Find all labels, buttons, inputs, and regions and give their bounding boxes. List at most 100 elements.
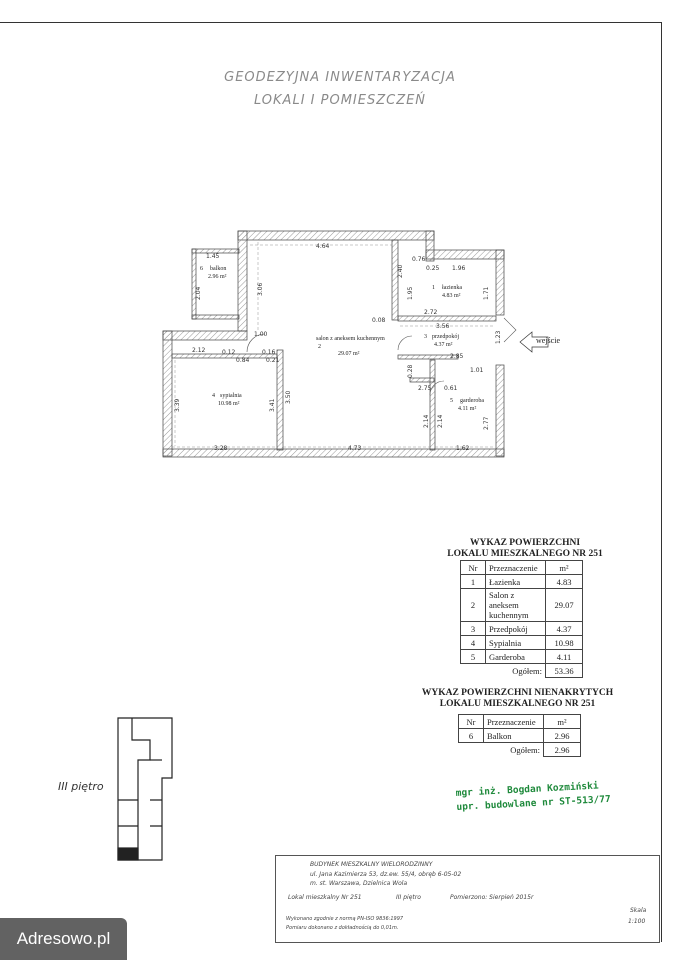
dim-label: 1.62: [456, 445, 470, 452]
dim-label: 1.01: [470, 367, 484, 374]
dim-label: 1.96: [452, 265, 466, 272]
unit-floor: III piętro: [396, 894, 421, 901]
room-1-area: 4.83 m²: [442, 293, 461, 299]
dim-label: 0.12: [222, 349, 236, 356]
dimension-labels: 1.45 2.04 4.64 3.06 0.76 1.96 2.40 1.95 …: [174, 243, 502, 452]
room-4-area: 10.98 m²: [218, 401, 240, 407]
dim-label: 2.12: [192, 347, 206, 354]
row-value: 4.83: [545, 574, 583, 589]
dim-label: 0.28: [407, 364, 414, 378]
dim-label: 0.61: [444, 385, 458, 392]
dim-label: 2.85: [450, 353, 464, 360]
building-key-plan: [117, 717, 173, 861]
walls: [162, 230, 505, 458]
room-4-name: sypialnia: [220, 393, 242, 399]
dim-label: 0.84: [236, 357, 250, 364]
title-line-2: LOKALI I POMIESZCZEŃ: [253, 93, 427, 108]
total-value: 53.36: [545, 663, 583, 678]
area-table-1: Nr Przeznaczenie m² 1 Łazienka 4.83 2 Sa…: [460, 560, 583, 678]
document-title: GEODEZYJNA INWENTARYZACJA LOKALI I POMIE…: [170, 66, 510, 112]
dim-label: 2.40: [397, 264, 404, 278]
row-nr: 2: [460, 588, 486, 622]
scale-label: Skala: [630, 907, 647, 914]
room-6-name: balkon: [210, 266, 226, 272]
room-3-area: 4.37 m²: [434, 342, 453, 348]
dim-label: 3.50: [285, 390, 292, 404]
row-value: 10.98: [545, 635, 583, 650]
table-row: 2 Salon z aneksem kuchennym 29.07: [460, 588, 583, 622]
unit-number: Lokal mieszkalny Nr 251: [288, 894, 362, 901]
row-nr: 6: [458, 728, 484, 743]
table-row: 1 Łazienka 4.83: [460, 574, 583, 589]
total-label: Ogółem:: [483, 742, 544, 757]
dim-label: 4.73: [348, 445, 362, 452]
dim-label: 2.14: [423, 414, 430, 428]
dim-label: 3.39: [174, 398, 181, 412]
dim-label: 2.72: [424, 309, 438, 316]
scale-value: 1:100: [628, 918, 646, 925]
dim-label: 2.14: [437, 414, 444, 428]
watermark-logo: Adresowo.pl: [0, 918, 127, 960]
dim-label: 1.95: [407, 286, 414, 300]
table2-heading: WYKAZ POWIERZCHNI NIENAKRYTYCH LOKALU MI…: [410, 688, 625, 710]
row-nr: 5: [460, 649, 486, 664]
col-nr: Nr: [458, 714, 484, 729]
table-row: 6 Balkon 2.96: [458, 728, 581, 743]
measurement-date: Pomierzono: Sierpień 2015r: [450, 894, 534, 901]
dim-label: 0.76: [412, 256, 426, 263]
row-name: Salon z aneksem kuchennym: [485, 588, 546, 622]
table-header-row: Nr Przeznaczenie m²: [458, 714, 581, 729]
building-city: m. st. Warszawa, Dzielnica Wola: [310, 880, 408, 887]
accuracy-note: Pomiaru dokonano z dokładnością do 0,01m…: [286, 925, 399, 931]
room-6-no: 6: [200, 266, 203, 272]
dim-label: 0.25: [426, 265, 440, 272]
dim-label: 0.08: [372, 317, 386, 324]
room-5-no: 5: [450, 398, 453, 404]
room-labels: 6 balkon 2.96 m² 1 łazienka 4.83 m² salo…: [200, 266, 484, 412]
area-table-2: Nr Przeznaczenie m² 6 Balkon 2.96 Ogółem…: [458, 714, 581, 757]
building-name: BUDYNEK MIESZKALNY WIELORODZINNY: [310, 861, 433, 868]
sheet-border-top: [0, 22, 662, 23]
room-1-no: 1: [432, 285, 435, 291]
dim-label: 3.41: [269, 398, 276, 412]
dimension-lines: [172, 242, 495, 448]
total-label: Ogółem:: [485, 663, 546, 678]
total-value: 2.96: [543, 742, 581, 757]
row-value: 4.11: [545, 649, 583, 664]
col-name: Przeznaczenie: [483, 714, 544, 729]
dim-label: 1.45: [206, 253, 220, 260]
table1-heading-line-1: WYKAZ POWIERZCHNI: [469, 538, 581, 548]
title-line-1: GEODEZYJNA INWENTARYZACJA: [224, 70, 456, 85]
row-value: 4.37: [545, 621, 583, 636]
table-total-row: Ogółem: 53.36: [461, 663, 583, 678]
row-nr: 3: [460, 621, 486, 636]
row-name: Sypialnia: [485, 635, 546, 650]
table-row: 3 Przedpokój 4.37: [460, 621, 583, 636]
table2-heading-line-1: WYKAZ POWIERZCHNI NIENAKRYTYCH: [421, 688, 614, 698]
table-row: 4 Sypialnia 10.98: [460, 635, 583, 650]
row-value: 2.96: [543, 728, 581, 743]
dim-label: 1.00: [254, 331, 268, 338]
dim-label: 4.64: [316, 243, 330, 250]
dim-label: 1.71: [483, 286, 490, 300]
row-nr: 1: [460, 574, 486, 589]
table1-heading: WYKAZ POWIERZCHNI LOKALU MIESZKALNEGO NR…: [430, 538, 620, 560]
standard-note: Wykonano zgodnie z normą PN-ISO 9836:199…: [286, 916, 404, 922]
entrance-arrow: wejście: [519, 331, 560, 353]
room-2-name: salon z aneksem kuchennym: [316, 336, 385, 342]
dim-label: 2.75: [418, 385, 432, 392]
dim-label: 2.04: [195, 286, 202, 300]
door-arcs: [246, 317, 517, 396]
building-address: ul. Jana Kazimierza 53, dz.ew. 55/4, obr…: [310, 871, 462, 878]
dim-label: 3.56: [436, 323, 450, 330]
row-value: 29.07: [545, 588, 583, 622]
table2-heading-line-2: LOKALU MIESZKALNEGO NR 251: [439, 699, 596, 709]
dim-label: 1.23: [495, 330, 502, 344]
dim-label: 2.77: [483, 416, 490, 430]
col-nr: Nr: [460, 560, 486, 575]
row-name: Balkon: [483, 728, 544, 743]
room-5-area: 4.11 m²: [458, 406, 476, 412]
room-2-no: 2: [318, 344, 321, 350]
row-nr: 4: [460, 635, 486, 650]
